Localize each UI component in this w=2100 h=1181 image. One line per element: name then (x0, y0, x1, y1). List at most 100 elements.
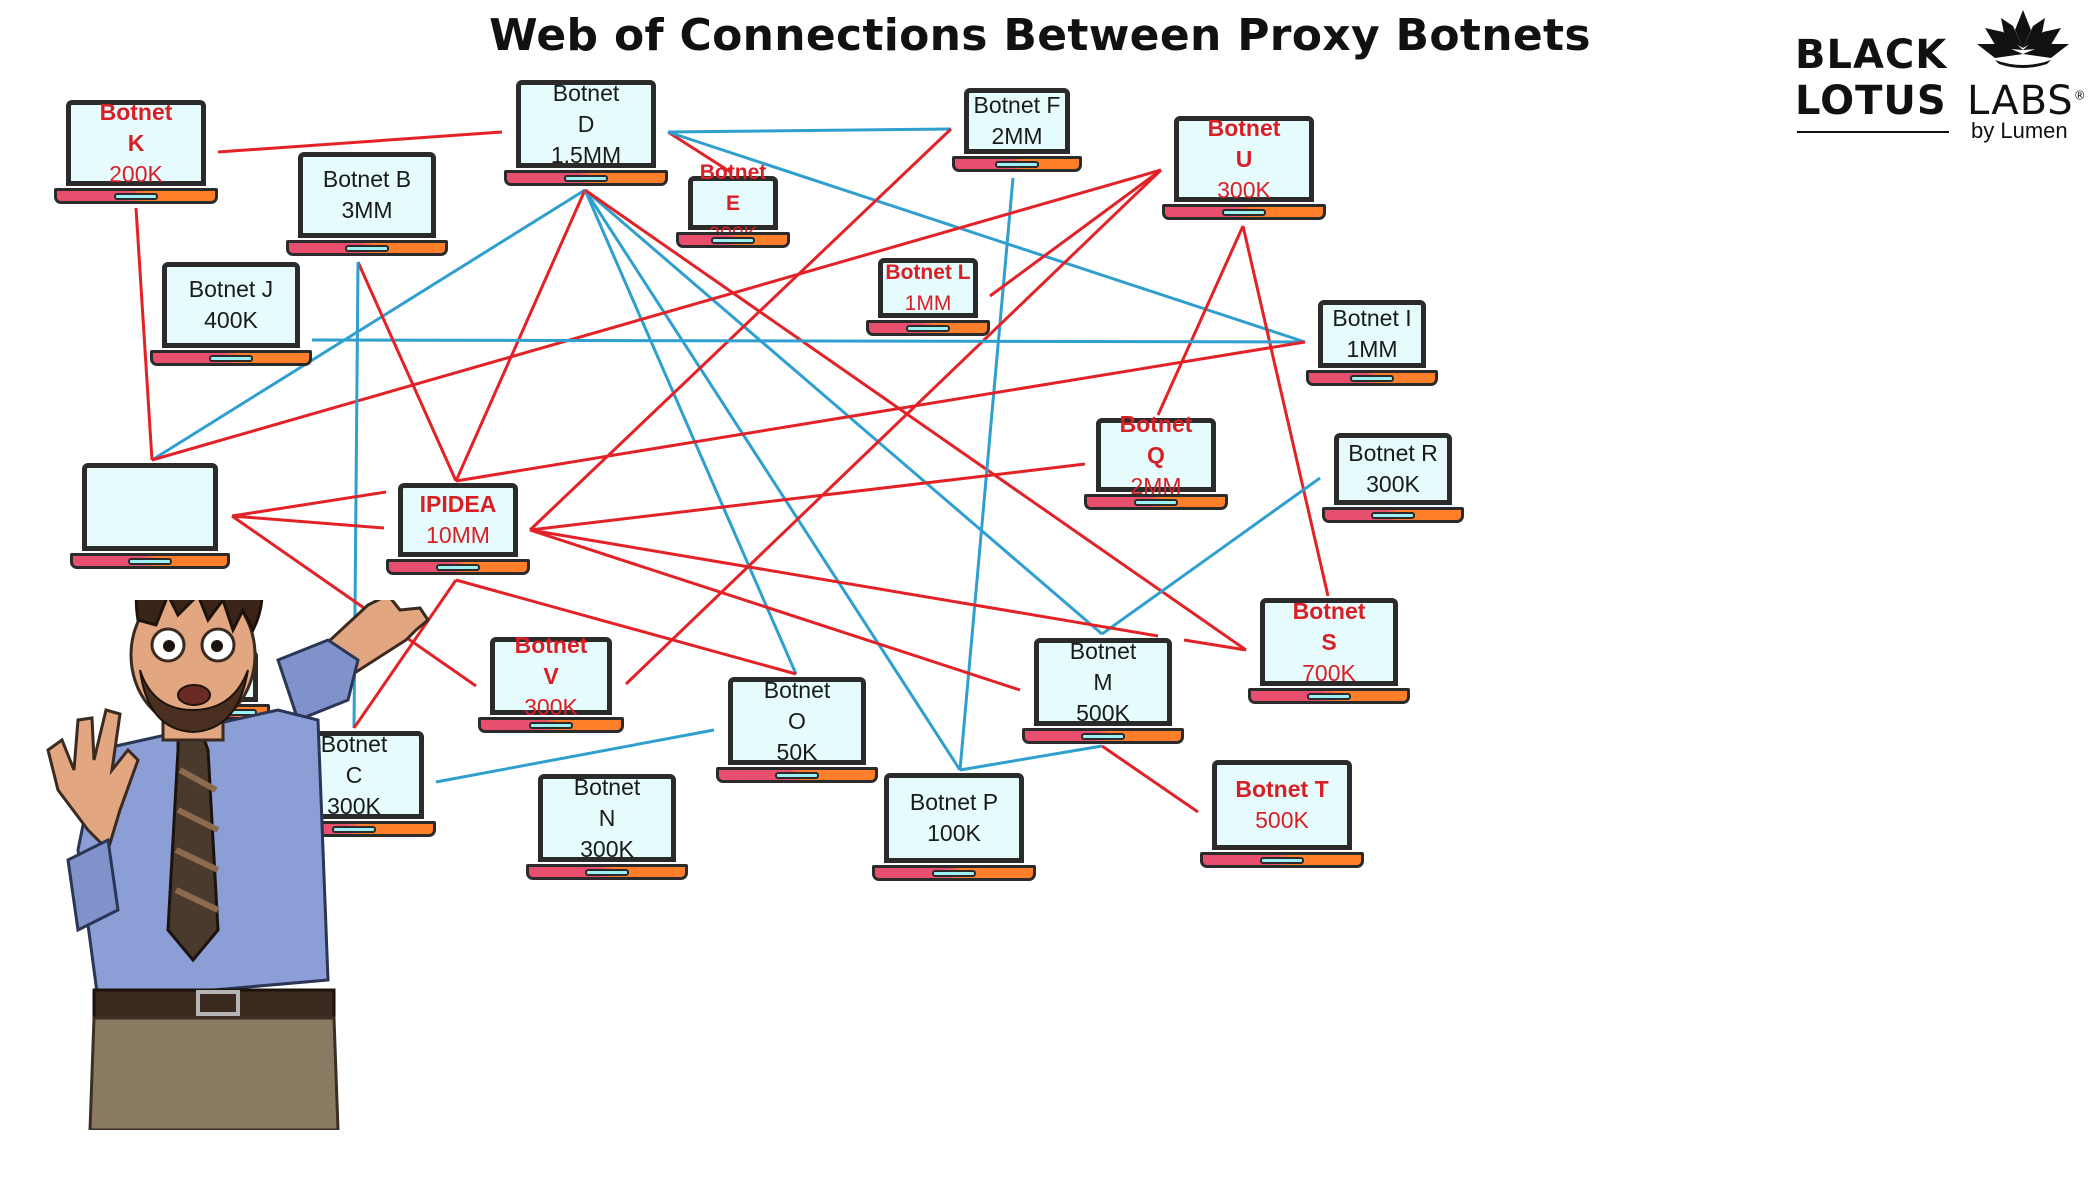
edge-U-H1 (151, 168, 1162, 462)
node-name-label: N (598, 804, 616, 831)
edge-M-T (1101, 744, 1199, 814)
edge-IPIDEA-C (352, 579, 458, 729)
logo-word-lotus: LOTUS (1795, 78, 1947, 124)
laptop-trackpad-notch (436, 564, 480, 571)
laptop-base (1200, 852, 1364, 868)
node-name-label: Botnet (99, 98, 173, 125)
node-name-label: S (1321, 628, 1337, 655)
laptop-trackpad-notch (775, 772, 819, 779)
edge-H1-IPIDEA-b (231, 514, 385, 530)
cartoon-man-illustration (46, 600, 430, 1130)
laptop-screen (82, 463, 218, 551)
edge-F-P (958, 177, 1015, 771)
edge-D-S (584, 188, 1247, 652)
node-name-label: Botnet L (885, 261, 971, 284)
edge-B-IPIDEA (356, 261, 458, 482)
node-name-label: Botnet (1069, 637, 1137, 664)
node-name-label: Botnet (320, 730, 388, 757)
edge-D-F (667, 127, 952, 134)
node-name-label: Botnet (763, 676, 831, 703)
edge-IPIDEA-O (455, 578, 797, 676)
laptop-node-l: Botnet L 1MM (866, 258, 990, 336)
laptop-trackpad-notch (128, 558, 172, 565)
node-name-label: Botnet (552, 79, 620, 106)
node-name-label: IPIDEA (419, 491, 497, 517)
laptop-base (386, 559, 530, 575)
node-size-label: 100K (927, 820, 981, 846)
edge-R-M (1101, 476, 1321, 636)
node-name-label: Botnet I (1332, 305, 1412, 331)
node-name-label: K (127, 129, 145, 156)
laptop-trackpad-notch (585, 869, 629, 876)
laptop-screen: Botnet L 1MM (878, 258, 978, 318)
edge-M-S (1183, 638, 1247, 652)
node-size-label: 200K (109, 160, 163, 187)
node-size-label: 1MM (904, 292, 952, 315)
laptop-node-p: Botnet P 100K (872, 773, 1036, 881)
laptop-trackpad-notch (1260, 857, 1304, 864)
logo-byline: by Lumen (1971, 118, 2068, 143)
edge-I-IPIDEA (455, 340, 1306, 483)
edge-J-I (311, 338, 1306, 344)
node-name-label: Botnet R (1348, 440, 1438, 466)
node-size-label: 3MM (341, 197, 393, 223)
laptop-base (1306, 370, 1438, 386)
laptop-base (150, 350, 312, 366)
lotus-flower-icon (1977, 10, 2069, 68)
laptop-base (54, 188, 218, 204)
laptop-trackpad-notch (1081, 733, 1125, 740)
laptop-base (286, 240, 448, 256)
laptop-trackpad-notch (209, 355, 253, 362)
edge-K-D (217, 130, 503, 154)
laptop-trackpad-notch (564, 175, 608, 182)
node-name-label: Botnet (1292, 597, 1366, 624)
node-name-label: D (577, 110, 595, 137)
node-size-label: 1.5MM (550, 141, 622, 168)
laptop-trackpad-notch (114, 193, 158, 200)
laptop-base (676, 232, 790, 248)
laptop-trackpad-notch (995, 161, 1039, 168)
node-size-label: 300K (327, 792, 381, 819)
node-name-label: Botnet (1207, 114, 1281, 141)
logo-underline (1797, 131, 1949, 133)
laptop-trackpad-notch (1371, 512, 1415, 519)
laptop-trackpad-notch (1307, 693, 1351, 700)
laptop-base (526, 864, 688, 880)
edge-U-Q (1156, 225, 1245, 416)
edge-H1-V (231, 514, 477, 688)
laptop-base (1322, 507, 1464, 523)
node-name-label: Botnet (573, 773, 641, 800)
node-size-label: 2MM (991, 123, 1043, 149)
edge-D-P (583, 189, 962, 771)
edge-D-E (667, 130, 733, 175)
node-size-label: 300K (580, 835, 634, 862)
node-size-label: 300K (524, 693, 578, 720)
node-name-label: Botnet (514, 631, 588, 658)
laptop-base (1022, 728, 1184, 744)
node-name-label: Botnet P (909, 789, 999, 815)
edge-D-M (584, 188, 1103, 636)
laptop-trackpad-notch (1350, 375, 1394, 382)
edge-O-C (435, 728, 715, 784)
laptop-trackpad-notch (1134, 499, 1178, 506)
laptop-trackpad-notch (345, 245, 389, 252)
edge-D-H1 (151, 188, 586, 462)
